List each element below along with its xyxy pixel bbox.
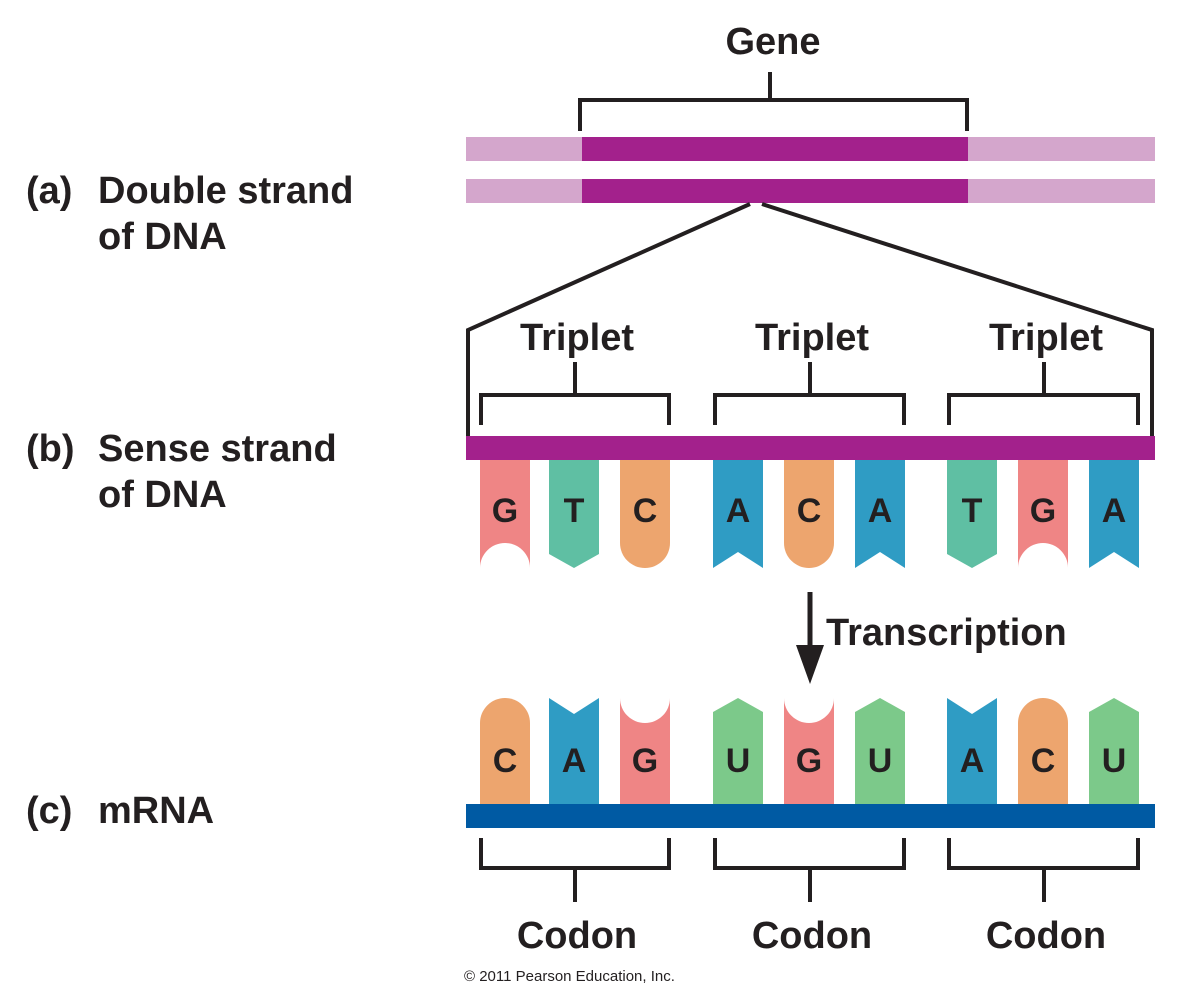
dna-base-t-shape (947, 460, 997, 568)
triplet-label: Triplet (755, 317, 869, 359)
section-c-label: (c) mRNA (26, 788, 214, 834)
strand-2-gene-region (582, 179, 968, 203)
dna-base-g-shape (1018, 460, 1068, 568)
section-b-line1: Sense strand (98, 428, 337, 470)
dna-base-g-shape (480, 460, 530, 568)
dna-base-a-shape (713, 460, 763, 568)
dna-base-c-shape (620, 460, 670, 568)
mrna-base-letter: U (726, 742, 751, 780)
double-strand-dna (466, 137, 1155, 203)
dna-base-letter: A (868, 492, 893, 530)
dna-base-a-shape (855, 460, 905, 568)
codon-bracket (713, 838, 906, 902)
dna-base-letter: A (1102, 492, 1127, 530)
mrna-backbone (466, 804, 1155, 828)
mrna-base-letter: A (960, 742, 985, 780)
gene-label: Gene (725, 21, 820, 63)
triplet-bracket (713, 362, 906, 425)
mrna-base-a-shape (947, 698, 997, 804)
dna-base-letter: T (962, 492, 983, 530)
triplet-bracket (479, 362, 671, 425)
gene-bracket (578, 72, 969, 131)
section-a-tag: (a) (26, 170, 73, 212)
dna-base-letter: A (726, 492, 751, 530)
section-c-tag: (c) (26, 790, 73, 832)
triplet-label: Triplet (989, 317, 1103, 359)
section-c-line1: mRNA (98, 790, 215, 832)
mrna-base-letter: C (1031, 742, 1056, 780)
strand-1-flank-right (968, 137, 1155, 161)
triplet-bracket (947, 362, 1140, 425)
section-b-line2: of DNA (98, 474, 227, 516)
codon-label: Codon (517, 915, 637, 957)
mrna-base-letter: A (562, 742, 587, 780)
section-a-line2: of DNA (98, 216, 227, 258)
codon-label: Codon (752, 915, 872, 957)
mrna-base-g-shape (620, 698, 670, 804)
strand-2-flank-right (968, 179, 1155, 203)
transcription-arrow-head (796, 645, 824, 684)
sense-strand-backbone (466, 436, 1155, 460)
transcription-label: Transcription (826, 612, 1067, 654)
section-a-line1: Double strand (98, 170, 354, 212)
codon-label: Codon (986, 915, 1106, 957)
dna-base-letter: G (1030, 492, 1056, 530)
zoom-lines (466, 202, 1154, 436)
triplet-group: Triplet Triplet Triplet (479, 317, 1140, 425)
mrna-base-letter: G (632, 742, 658, 780)
triplet-label: Triplet (520, 317, 634, 359)
mrna-base-letter: G (796, 742, 822, 780)
dna-base-letter: T (564, 492, 585, 530)
mrna-base-letter: U (868, 742, 893, 780)
mrna-base-u-shape (1089, 698, 1139, 804)
dna-base-letter: G (492, 492, 518, 530)
mrna-base-g-shape (784, 698, 834, 804)
dna-base-t-shape (549, 460, 599, 568)
mrna-base-letter: C (493, 742, 518, 780)
codon-bracket (479, 838, 671, 902)
copyright-notice: © 2011 Pearson Education, Inc. (464, 968, 675, 985)
mrna-base-c-shape (1018, 698, 1068, 804)
codon-bracket (947, 838, 1140, 902)
strand-1-gene-region (582, 137, 968, 161)
strand-1-flank-left (466, 137, 582, 161)
strand-2-flank-left (466, 179, 582, 203)
mrna-base-c-shape (480, 698, 530, 804)
section-b-tag: (b) (26, 428, 75, 470)
mrna-base-letter: U (1102, 742, 1127, 780)
dna-base-letter: C (797, 492, 822, 530)
codon-group: Codon Codon Codon (479, 838, 1140, 957)
mrna-base-u-shape (713, 698, 763, 804)
mrna-base-a-shape (549, 698, 599, 804)
dna-base-letter: C (633, 492, 658, 530)
dna-base-a-shape (1089, 460, 1139, 568)
dna-base-c-shape (784, 460, 834, 568)
mrna-base-u-shape (855, 698, 905, 804)
